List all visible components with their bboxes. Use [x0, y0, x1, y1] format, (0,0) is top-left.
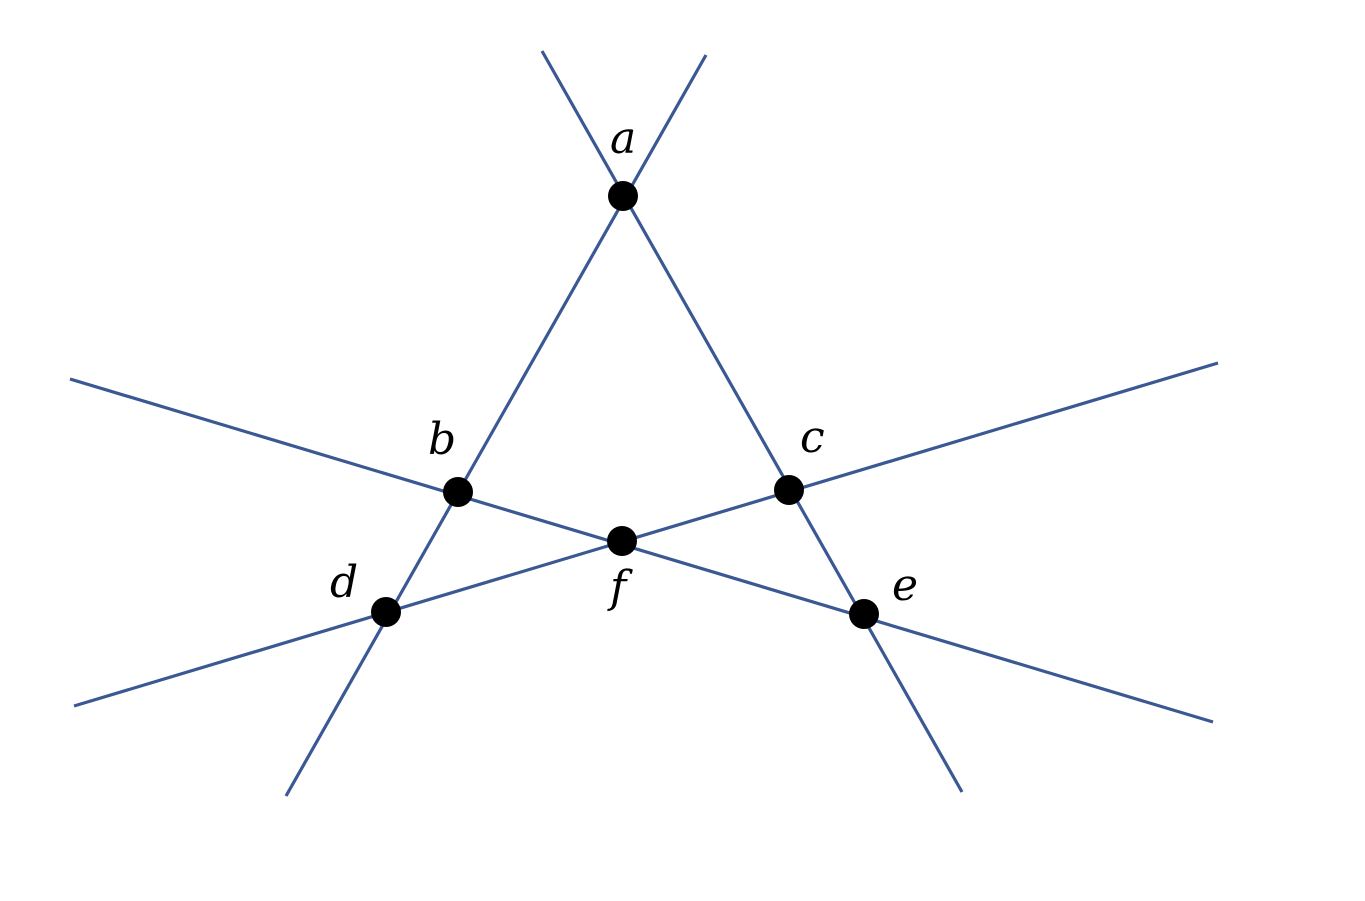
label-f: f [607, 562, 633, 613]
point-d [371, 597, 401, 627]
line-a-b-d [284, 54, 708, 797]
label-a: a [610, 113, 636, 164]
point-e [849, 599, 879, 629]
label-d: d [330, 557, 358, 608]
label-c: c [800, 412, 825, 463]
point-c [774, 475, 804, 505]
label-b: b [428, 414, 456, 465]
point-a [608, 181, 638, 211]
line-a-c-e [540, 50, 964, 793]
line-b-f-e [69, 377, 1214, 724]
point-f [607, 526, 637, 556]
line-d-f-c [73, 361, 1219, 708]
point-b [443, 477, 473, 507]
label-e: e [892, 560, 918, 611]
